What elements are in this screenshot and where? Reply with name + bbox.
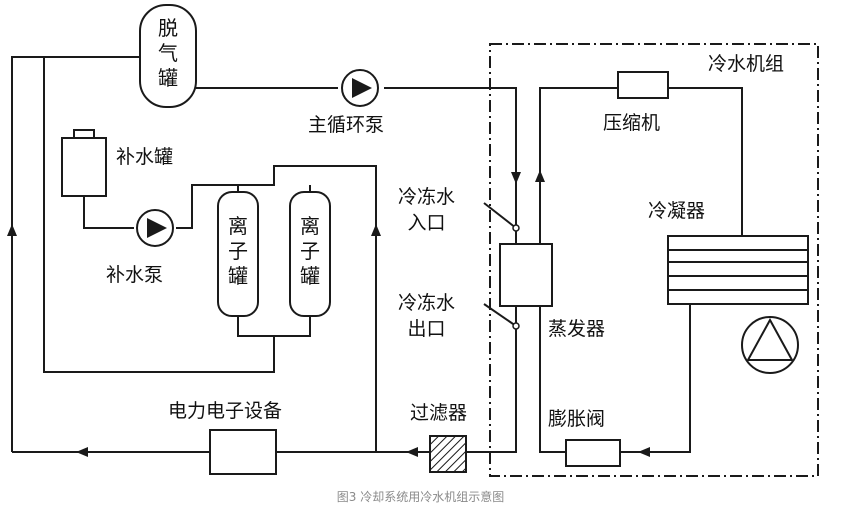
- main-pump-triangle: [352, 78, 372, 98]
- flow-arrow-left: [406, 447, 418, 457]
- figure-caption: 图3 冷却系统用冷水机组示意图: [336, 490, 505, 504]
- pump-to-ion-tanks-pipe: [176, 165, 377, 452]
- inlet-leader-line: [483, 202, 517, 229]
- condenser-fan: [741, 316, 799, 374]
- ion-tank-bottom-manifold: [237, 316, 311, 337]
- condenser: [667, 235, 809, 305]
- chilled-water-outlet-label: 冷冻水 出口: [398, 292, 456, 340]
- flow-arrow-left: [638, 447, 650, 457]
- valve-to-evaporator-pipe: [539, 306, 566, 453]
- inlet-port: [512, 224, 520, 232]
- deaerator-tank-label: 脱 气 罐: [158, 16, 178, 90]
- outer-loop-pipe: [11, 56, 140, 452]
- chiller-unit-boundary: [489, 43, 819, 477]
- ion-tank-1-label: 离 子 罐: [228, 214, 248, 288]
- expansion-valve-label: 膨胀阀: [548, 408, 606, 430]
- makeup-tank-label: 补水罐: [116, 146, 174, 168]
- power-electronics: [209, 429, 277, 475]
- flow-arrow-up: [371, 224, 381, 236]
- flow-arrow-left: [76, 447, 88, 457]
- chiller-unit-label: 冷水机组: [708, 53, 785, 75]
- filter-label: 过滤器: [410, 402, 468, 424]
- evaporator-to-compressor-pipe: [539, 87, 618, 244]
- filter: [429, 435, 467, 473]
- ion-tank-2-label: 离 子 罐: [300, 214, 320, 288]
- deaerator-branch-pipe: [43, 57, 275, 373]
- makeup-pump-triangle: [147, 218, 167, 238]
- pump-to-evaporator-pipe: [384, 87, 517, 244]
- makeup-pump-label: 补水泵: [106, 264, 164, 286]
- compressor-to-condenser-pipe: [668, 87, 743, 236]
- expansion-valve: [565, 439, 621, 467]
- flow-arrow-up: [7, 224, 17, 236]
- outlet-leader-line: [483, 303, 517, 327]
- evaporator: [499, 243, 553, 307]
- main-pump: [341, 69, 379, 107]
- evaporator-return-pipe: [466, 306, 517, 453]
- flow-arrow-down: [511, 172, 521, 184]
- outlet-port: [512, 322, 520, 330]
- power-electronics-label: 电力电子设备: [168, 400, 283, 422]
- compressor-label: 压缩机: [603, 112, 661, 134]
- condenser-fan-triangle: [746, 317, 794, 361]
- ion-tank-1: [217, 191, 259, 317]
- deaerator-tank: [139, 4, 197, 108]
- ion-tank-2: [289, 191, 331, 317]
- makeup-tank: [61, 137, 107, 197]
- evaporator-label: 蒸发器: [548, 318, 606, 340]
- makeup-pump: [136, 209, 174, 247]
- compressor: [617, 71, 669, 99]
- condenser-label: 冷凝器: [648, 200, 706, 222]
- flow-arrow-up: [535, 170, 545, 182]
- main-pump-label: 主循环泵: [308, 114, 385, 136]
- condenser-to-valve-pipe: [620, 304, 691, 453]
- makeup-tank-cap: [73, 129, 95, 139]
- chilled-water-inlet-label: 冷冻水 入口: [398, 186, 456, 234]
- makeup-feed-pipe: [83, 196, 134, 229]
